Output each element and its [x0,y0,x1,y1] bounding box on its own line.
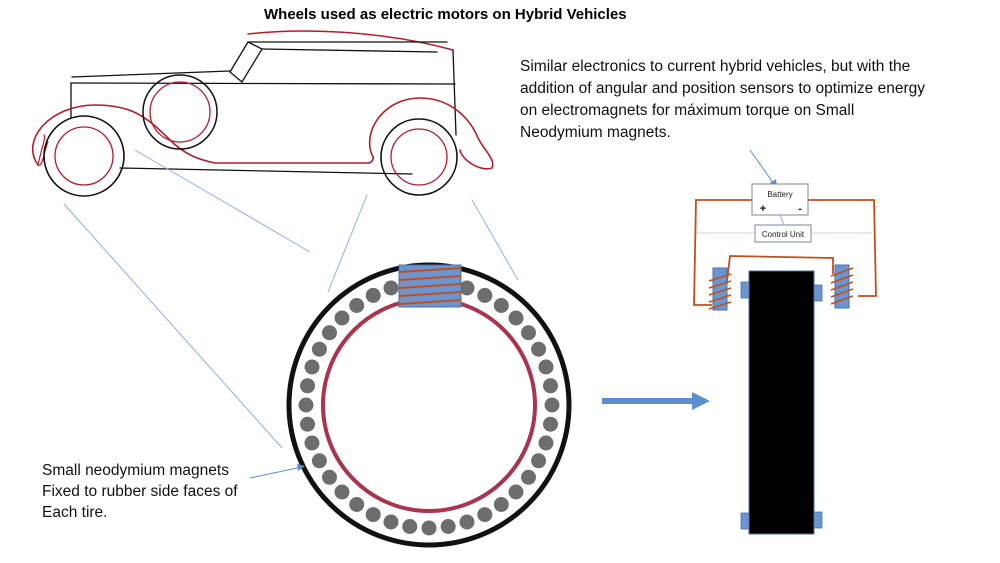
neodymium-magnet [349,298,365,313]
control-unit-label: Control Unit [762,230,805,239]
neodymium-magnet [521,469,536,485]
neodymium-magnet [311,453,327,469]
battery-pointer-line [749,149,775,185]
battery-control-link [779,214,785,226]
car-chassis-line [119,167,413,175]
control-unit-box [754,224,812,243]
tire-side-view [748,270,815,535]
battery-minus-label: - [798,203,802,215]
magnet-ring [298,280,560,536]
car-rear-edge [452,49,457,136]
car-body-line [70,82,456,85]
description-line: Neodymium magnets. [520,124,671,141]
right-electromagnet-coil [830,267,854,305]
car-drawing [32,30,494,197]
neodymium-magnet [383,514,399,530]
wire-top [725,255,834,291]
leader-line [63,203,283,449]
neodymium-magnet [304,359,320,375]
wire-left [693,199,752,306]
neodymium-magnet [493,298,509,313]
neodymium-magnet [543,416,558,432]
neodymium-magnet [365,287,381,303]
leader-lines [63,149,519,449]
note-line: Fixed to rubber side faces of [42,483,238,500]
description-line: addition of angular and position sensors… [520,80,925,97]
wheel-electromagnet [398,264,462,308]
electronics-description: Similar electronics to current hybrid ve… [520,56,990,144]
car-front-fender-inner [37,134,49,166]
leader-line [134,149,311,253]
magnet-pointer-arrowhead [297,464,305,471]
car-rear-wheel [380,118,458,196]
left-electromagnet-coil [708,273,732,310]
neodymium-magnet [521,325,536,341]
neodymium-magnet [477,507,493,523]
note-line: Small neodymium magnets [42,462,229,479]
tire-magnet-top-left [740,281,750,299]
neodymium-magnet [334,310,350,326]
neodymium-magnet [531,453,547,469]
tire-magnet-bottom-right [813,511,823,529]
diagram-title: Wheels used as electric motors on Hybrid… [264,6,627,23]
neodymium-magnet [402,519,418,534]
neodymium-magnet [459,280,475,296]
leader-line [471,199,519,281]
car-front-wheel [43,115,125,197]
neodymium-magnet [322,469,337,485]
neodymium-magnet [298,397,314,413]
neodymium-magnet [459,514,475,530]
neodymium-magnet [311,341,327,357]
wheel-cross-section [249,262,572,548]
neodymium-magnet [300,378,315,394]
electromagnet-coil [398,267,462,305]
car-hood [71,70,231,78]
right-arrow-icon [602,392,710,410]
neodymium-magnet [300,416,315,432]
neodymium-magnet [421,520,437,536]
car-front-fender [32,97,494,170]
note-line: Each tire. [42,504,108,521]
car-front-wheel-inner [54,126,114,186]
neodymium-magnet [508,310,524,326]
neodymium-magnet [349,497,365,512]
wheel-inner-rim [321,297,537,513]
neodymium-magnet [304,435,320,451]
description-line: on electromagnets for máximum torque on … [520,102,855,119]
wire-right [808,199,877,297]
magnet-pointer-line [249,466,303,479]
neodymium-magnet [531,341,547,357]
battery-plus-label: + [760,203,766,215]
car-spare-wheel-inner [149,81,211,143]
neodymium-magnet [383,280,399,296]
car-spare-wheel [142,74,218,150]
car-windshield [229,41,263,83]
battery-label: Battery [767,190,792,199]
car-rear-wheel-inner [390,128,448,186]
neodymium-magnet [334,484,350,500]
car-roof-line [261,48,438,53]
neodymium-magnet [544,397,560,413]
neodymium-magnet [322,325,337,341]
battery-box [751,183,809,216]
tire-magnet-top-right [813,284,823,302]
neodymium-magnet [477,287,493,303]
car-roof-curve [247,30,454,51]
leader-line [327,194,368,293]
neodymium-magnet [440,519,456,534]
neodymium-magnet [538,435,554,451]
tire-magnet-bottom-left [740,512,750,530]
neodymium-magnet [538,359,554,375]
neodymium-magnet [543,378,558,394]
description-line: Similar electronics to current hybrid ve… [520,58,911,75]
neodymium-magnet [365,507,381,523]
circuit-diagram: Battery + - Control Unit [693,149,877,535]
neodymium-magnet [493,497,509,512]
magnet-note: Small neodymium magnets Fixed to rubber … [42,460,238,523]
neodymium-magnet [508,484,524,500]
